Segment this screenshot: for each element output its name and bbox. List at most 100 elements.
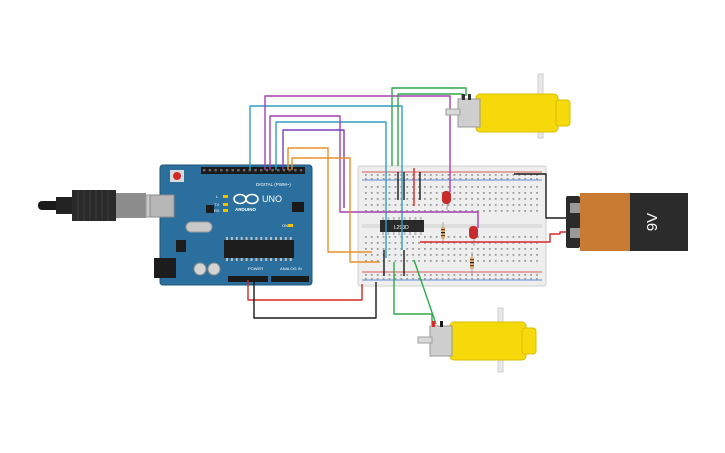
breadboard-hole bbox=[465, 278, 468, 280]
breadboard-hole bbox=[382, 174, 385, 176]
breadboard-hole bbox=[429, 174, 432, 176]
analog-header bbox=[271, 276, 309, 282]
breadboard-hole bbox=[441, 260, 444, 262]
wire-orange-1 bbox=[287, 147, 372, 253]
breadboard-hole bbox=[412, 198, 414, 200]
breadboard-hole bbox=[418, 254, 420, 256]
breadboard-hole bbox=[376, 174, 379, 176]
breadboard-hole bbox=[412, 174, 414, 176]
breadboard-hole bbox=[382, 278, 385, 280]
wire-cyan-1 bbox=[249, 105, 403, 250]
chip-leg bbox=[265, 258, 268, 261]
breadboard-hole bbox=[483, 260, 485, 262]
breadboard-hole bbox=[424, 274, 426, 276]
breadboard-hole bbox=[518, 186, 521, 188]
chip-leg bbox=[414, 217, 417, 220]
breadboard-hole bbox=[483, 198, 485, 200]
breadboard-hole bbox=[506, 174, 509, 176]
breadboard-hole bbox=[494, 178, 497, 180]
breadboard-hole bbox=[370, 204, 373, 206]
breadboard-hole bbox=[453, 210, 456, 212]
led-red-2 bbox=[469, 226, 478, 246]
breadboard-hole bbox=[365, 248, 367, 250]
breadboard-hole bbox=[435, 204, 438, 206]
chip-leg bbox=[235, 237, 238, 240]
chip-leg bbox=[270, 237, 273, 240]
breadboard-hole bbox=[400, 274, 403, 276]
breadboard-hole bbox=[447, 248, 450, 250]
header-pin bbox=[299, 169, 303, 172]
breadboard-hole bbox=[394, 204, 397, 206]
breadboard-hole bbox=[477, 192, 479, 194]
breadboard-hole bbox=[536, 242, 538, 244]
breadboard-hole bbox=[536, 186, 538, 188]
breadboard-hole bbox=[406, 248, 409, 250]
chip-leg bbox=[387, 217, 390, 220]
header-pin bbox=[208, 169, 212, 172]
breadboard-hole bbox=[424, 210, 426, 212]
breadboard-hole bbox=[435, 242, 438, 244]
led-label-tx: TX bbox=[214, 202, 219, 207]
breadboard-hole bbox=[494, 192, 497, 194]
breadboard-hole bbox=[500, 242, 503, 244]
breadboard-hole bbox=[465, 260, 468, 262]
breadboard-hole bbox=[435, 178, 438, 180]
wires bbox=[247, 87, 574, 326]
breadboard-hole bbox=[418, 186, 420, 188]
breadboard-hole bbox=[365, 242, 367, 244]
breadboard-hole bbox=[465, 236, 468, 238]
breadboard-hole bbox=[530, 192, 532, 194]
breadboard-hole bbox=[483, 248, 485, 250]
wire-violet-1 bbox=[282, 129, 345, 208]
breadboard-hole bbox=[447, 254, 450, 256]
header-pin bbox=[288, 169, 291, 172]
chip-leg bbox=[250, 237, 253, 240]
breadboard-hole bbox=[365, 274, 367, 276]
wire-green-2 bbox=[397, 93, 463, 166]
breadboard-hole bbox=[394, 278, 397, 280]
breadboard-hole bbox=[477, 274, 479, 276]
breadboard-hole bbox=[471, 174, 473, 176]
breadboard-hole bbox=[518, 174, 521, 176]
breadboard-hole bbox=[512, 186, 515, 188]
dc-motor-bottom bbox=[417, 307, 537, 373]
breadboard-hole bbox=[429, 210, 432, 212]
breadboard-hole bbox=[394, 178, 397, 180]
breadboard-hole bbox=[524, 248, 527, 250]
breadboard-hole bbox=[465, 204, 468, 206]
breadboard-hole bbox=[459, 274, 462, 276]
breadboard-hole bbox=[518, 248, 521, 250]
breadboard-hole bbox=[512, 178, 515, 180]
breadboard-hole bbox=[376, 210, 379, 212]
breadboard-hole bbox=[530, 236, 532, 238]
breadboard-hole bbox=[512, 260, 515, 262]
header-pin bbox=[265, 169, 269, 172]
breadboard-hole bbox=[441, 278, 444, 280]
breadboard-hole bbox=[382, 248, 385, 250]
breadboard-hole bbox=[536, 260, 538, 262]
breadboard-hole bbox=[536, 192, 538, 194]
breadboard-hole bbox=[459, 254, 462, 256]
chip-leg bbox=[230, 258, 233, 261]
breadboard-hole bbox=[429, 278, 432, 280]
breadboard-hole bbox=[376, 254, 379, 256]
breadboard-hole bbox=[471, 210, 473, 212]
breadboard-hole bbox=[418, 248, 420, 250]
breadboard-hole bbox=[365, 278, 367, 280]
breadboard-hole bbox=[500, 174, 503, 176]
breadboard-hole bbox=[429, 254, 432, 256]
breadboard-hole bbox=[536, 198, 538, 200]
breadboard-hole bbox=[424, 248, 426, 250]
breadboard-hole bbox=[530, 274, 532, 276]
breadboard-hole bbox=[453, 248, 456, 250]
breadboard-hole bbox=[394, 174, 397, 176]
breadboard-hole bbox=[488, 204, 491, 206]
capacitor-2 bbox=[207, 262, 221, 276]
breadboard-hole bbox=[512, 242, 515, 244]
breadboard-hole bbox=[365, 204, 367, 206]
chip-leg bbox=[255, 258, 258, 261]
usb-jack bbox=[149, 194, 175, 218]
breadboard-hole bbox=[494, 242, 497, 244]
reset-button-cap bbox=[173, 172, 181, 180]
breadboard-hole bbox=[488, 192, 491, 194]
